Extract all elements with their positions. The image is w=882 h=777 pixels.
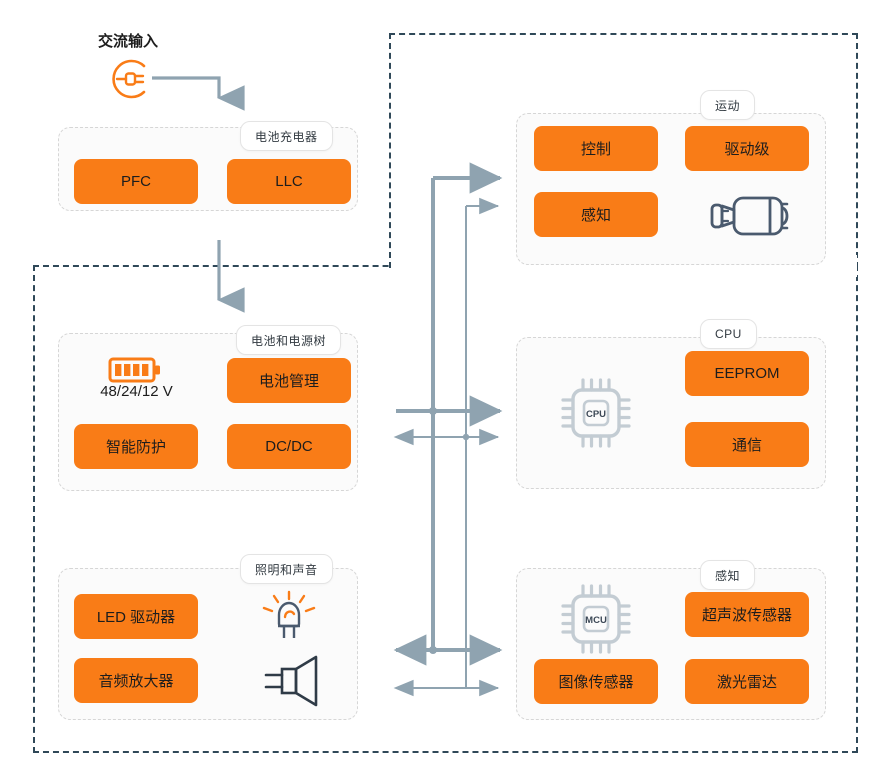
ac-plug-icon xyxy=(104,55,156,103)
ac-input-label: 交流输入 xyxy=(98,33,159,50)
block-ultrasonic-sensor[interactable]: 超声波传感器 xyxy=(685,592,809,637)
block-llc[interactable]: LLC xyxy=(227,159,351,204)
block-pfc[interactable]: PFC xyxy=(74,159,198,204)
cpu-chip-icon: CPU xyxy=(557,375,635,451)
block-image-sensor[interactable]: 图像传感器 xyxy=(534,659,658,704)
group-chip-battery-power-tree: 电池和电源树 xyxy=(236,325,342,355)
group-chip-battery-charger: 电池充电器 xyxy=(240,121,333,151)
block-drive-stage[interactable]: 驱动级 xyxy=(685,126,809,171)
led-icon xyxy=(258,587,320,645)
block-audio-amplifier[interactable]: 音频放大器 xyxy=(74,658,198,703)
block-motion-sensing[interactable]: 感知 xyxy=(534,192,658,237)
mcu-chip-icon-label: MCU xyxy=(585,615,607,626)
group-chip-cpu: CPU xyxy=(700,319,757,349)
block-smart-protection[interactable]: 智能防护 xyxy=(74,424,198,469)
motor-icon xyxy=(704,192,792,240)
block-led-driver[interactable]: LED 驱动器 xyxy=(74,594,198,639)
mcu-chip-icon: MCU xyxy=(557,581,635,657)
group-chip-sensing: 感知 xyxy=(700,560,756,590)
block-lidar[interactable]: 激光雷达 xyxy=(685,659,809,704)
region-join-mask-left xyxy=(380,35,391,265)
block-control[interactable]: 控制 xyxy=(534,126,658,171)
speaker-icon xyxy=(258,655,324,707)
block-dcdc[interactable]: DC/DC xyxy=(227,424,351,469)
group-chip-motion: 运动 xyxy=(700,90,756,120)
group-chip-lighting-sound: 照明和声音 xyxy=(240,554,333,584)
block-eeprom[interactable]: EEPROM xyxy=(685,351,809,396)
block-communication[interactable]: 通信 xyxy=(685,422,809,467)
block-battery-management[interactable]: 电池管理 xyxy=(227,358,351,403)
cpu-chip-icon-label: CPU xyxy=(586,409,606,420)
battery-icon xyxy=(108,355,166,385)
battery-voltage-label: 48/24/12 V xyxy=(100,383,173,400)
